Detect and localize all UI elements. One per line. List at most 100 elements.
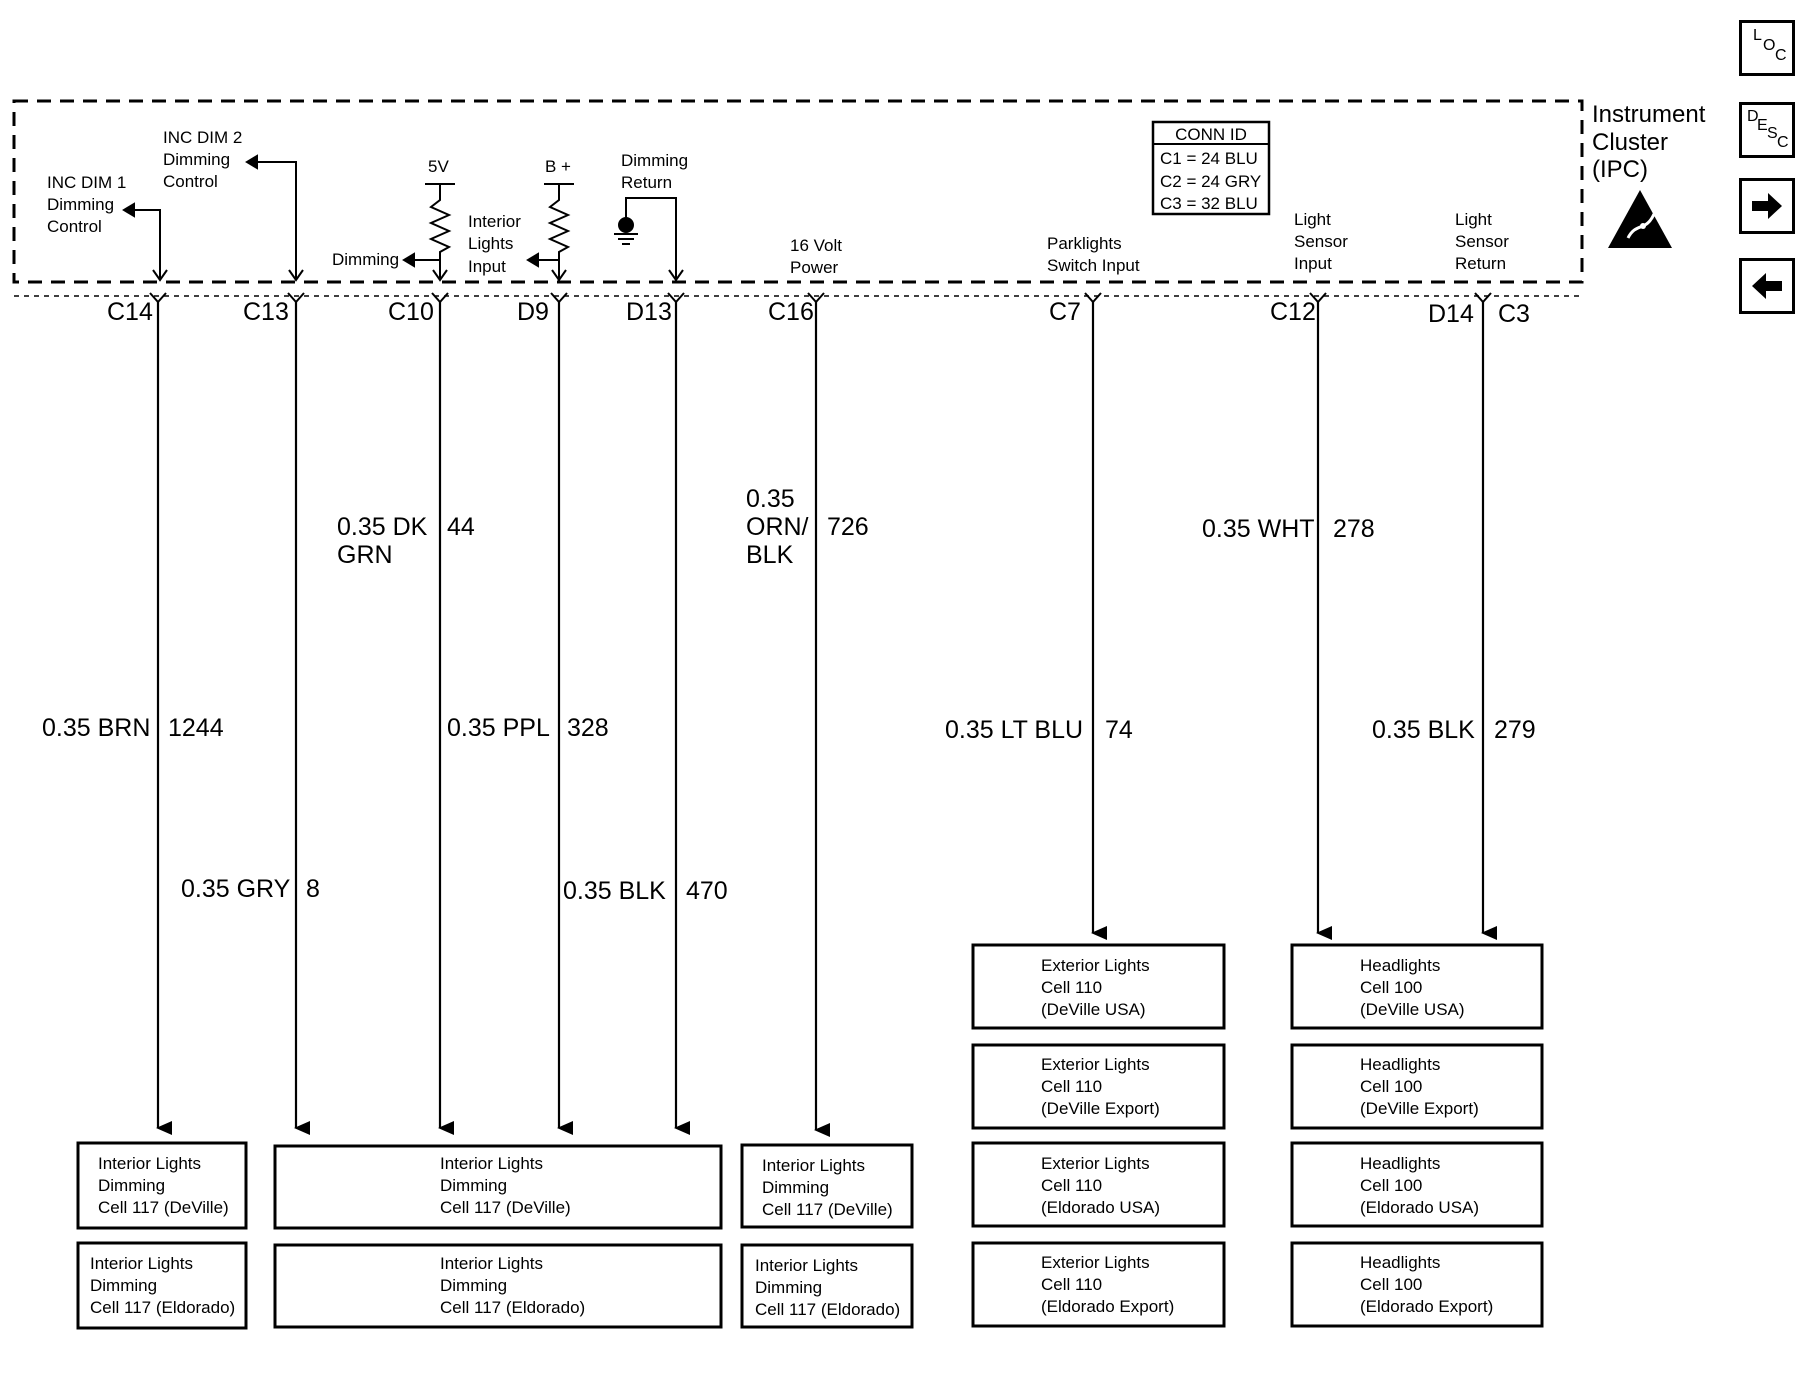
- arrow-left-icon: [1752, 273, 1782, 299]
- reference-box[interactable]: Exterior Lights Cell 110 (Eldorado Expor…: [971, 1241, 1226, 1328]
- inc-dim1-label: INC DIM 1 Dimming Control: [47, 173, 126, 236]
- inc-dim2-label: INC DIM 2 Dimming Control: [163, 128, 242, 191]
- wire-color: 0.35: [746, 485, 795, 513]
- reference-box[interactable]: Interior Lights Dimming Cell 117 (Eldora…: [76, 1241, 248, 1330]
- svg-text:(Eldorado Export): (Eldorado Export): [1360, 1297, 1493, 1316]
- next-button[interactable]: [1739, 178, 1795, 234]
- wire-color: 0.35 WHT: [1202, 515, 1315, 543]
- svg-text:(DeVille USA): (DeVille USA): [1041, 1000, 1146, 1019]
- svg-text:Sensor: Sensor: [1294, 232, 1348, 251]
- wire-color: 0.35 PPL: [447, 714, 550, 742]
- previous-button[interactable]: [1739, 258, 1795, 314]
- wire-circuit: 8: [306, 875, 320, 903]
- pin-label: C12: [1270, 298, 1316, 326]
- pin-label: C14: [107, 298, 153, 326]
- pin-label: C16: [768, 298, 814, 326]
- location-button[interactable]: L O C: [1739, 20, 1795, 76]
- svg-text:Interior Lights: Interior Lights: [762, 1156, 865, 1175]
- svg-text:Dimming: Dimming: [762, 1178, 829, 1197]
- pin-label: D9: [517, 298, 549, 326]
- pin-label: D14: [1428, 300, 1474, 328]
- svg-text:Headlights: Headlights: [1360, 1154, 1440, 1173]
- conn-id-row: C3 = 32 BLU: [1160, 194, 1258, 213]
- interior-lights-input-label: Interior Lights Input: [468, 212, 521, 276]
- svg-text:Headlights: Headlights: [1360, 1253, 1440, 1272]
- svg-text:Cell 110: Cell 110: [1041, 1077, 1102, 1096]
- wire-color: 0.35 LT BLU: [945, 716, 1083, 744]
- svg-text:(DeVille USA): (DeVille USA): [1360, 1000, 1465, 1019]
- svg-text:Cell 110: Cell 110: [1041, 1176, 1102, 1195]
- wire-color: 0.35 DK: [337, 513, 428, 541]
- wire-circuit: 470: [686, 877, 728, 905]
- svg-text:Interior Lights: Interior Lights: [440, 1154, 543, 1173]
- conn-id-box: CONN ID C1 = 24 BLU C2 = 24 GRY C3 = 32 …: [1151, 120, 1271, 216]
- svg-text:(DeVille Export): (DeVille Export): [1360, 1099, 1479, 1118]
- reference-box[interactable]: Headlights Cell 100 (Eldorado Export): [1290, 1241, 1544, 1328]
- wire-color: 0.35 BLK: [563, 877, 666, 905]
- reference-box[interactable]: Interior Lights Dimming Cell 117 (Eldora…: [740, 1243, 914, 1329]
- reference-box[interactable]: Interior Lights Dimming Cell 117 (DeVill…: [740, 1143, 914, 1229]
- svg-text:Cell 110: Cell 110: [1041, 1275, 1102, 1294]
- reference-box[interactable]: Interior Lights Dimming Cell 117 (DeVill…: [76, 1141, 248, 1230]
- svg-text:Interior Lights: Interior Lights: [90, 1254, 193, 1273]
- svg-text:Power: Power: [790, 258, 839, 277]
- svg-text:(Eldorado USA): (Eldorado USA): [1041, 1198, 1160, 1217]
- reference-box[interactable]: Headlights Cell 100 (DeVille USA): [1290, 943, 1544, 1030]
- esd-warning-icon: [1608, 190, 1672, 248]
- svg-text:Exterior Lights: Exterior Lights: [1041, 1055, 1150, 1074]
- reference-box[interactable]: Exterior Lights Cell 110 (DeVille Export…: [971, 1043, 1226, 1130]
- svg-text:INC DIM 1: INC DIM 1: [47, 173, 126, 192]
- reference-box[interactable]: Exterior Lights Cell 110 (DeVille USA): [971, 943, 1226, 1030]
- svg-text:Cell 117 (Eldorado): Cell 117 (Eldorado): [755, 1300, 900, 1319]
- conn-id-title: CONN ID: [1175, 125, 1247, 144]
- description-button[interactable]: D E S C: [1739, 102, 1795, 158]
- dimming-boxes: Interior Lights Dimming Cell 117 (DeVill…: [76, 1141, 914, 1330]
- svg-text:Cell 100: Cell 100: [1360, 1176, 1422, 1195]
- arrow-right-icon: [1752, 193, 1782, 219]
- svg-text:Dimming: Dimming: [163, 150, 230, 169]
- exterior-boxes: Exterior Lights Cell 110 (DeVille USA) E…: [971, 943, 1226, 1328]
- svg-text:Cell 117 (DeVille): Cell 117 (DeVille): [98, 1198, 229, 1217]
- reference-box[interactable]: Headlights Cell 100 (Eldorado USA): [1290, 1141, 1544, 1228]
- conn-id-row: C2 = 24 GRY: [1160, 172, 1261, 191]
- svg-text:(Eldorado Export): (Eldorado Export): [1041, 1297, 1174, 1316]
- pin-label: D13: [626, 298, 672, 326]
- svg-text:Cell 117 (DeVille): Cell 117 (DeVille): [440, 1198, 571, 1217]
- wire-circuit: 726: [827, 513, 869, 541]
- reference-box[interactable]: Interior Lights Dimming Cell 117 (Eldora…: [273, 1243, 723, 1329]
- wire-circuit: 1244: [168, 714, 224, 742]
- svg-text:(DeVille Export): (DeVille Export): [1041, 1099, 1160, 1118]
- component-name-line: Instrument: [1592, 101, 1706, 128]
- svg-text:Cell 117 (Eldorado): Cell 117 (Eldorado): [90, 1298, 235, 1317]
- wire-circuit: 279: [1494, 716, 1536, 744]
- svg-text:Exterior Lights: Exterior Lights: [1041, 1154, 1150, 1173]
- svg-text:Return: Return: [1455, 254, 1506, 273]
- component-name-line: (IPC): [1592, 156, 1648, 183]
- svg-text:INC DIM 2: INC DIM 2: [163, 128, 242, 147]
- svg-text:Cell 117 (DeVille): Cell 117 (DeVille): [762, 1200, 893, 1219]
- wire-color: 0.35 BRN: [42, 714, 150, 742]
- ipc-outline: [12, 99, 1584, 297]
- reference-box[interactable]: Interior Lights Dimming Cell 117 (DeVill…: [273, 1144, 723, 1230]
- svg-text:(Eldorado USA): (Eldorado USA): [1360, 1198, 1479, 1217]
- svg-text:Headlights: Headlights: [1360, 956, 1440, 975]
- headlight-boxes: Headlights Cell 100 (DeVille USA) Headli…: [1290, 943, 1544, 1328]
- component-name-line: Cluster: [1592, 129, 1668, 156]
- pin-label: C10: [388, 298, 434, 326]
- reference-box[interactable]: Headlights Cell 100 (DeVille Export): [1290, 1043, 1544, 1130]
- svg-text:Dimming: Dimming: [621, 151, 688, 170]
- svg-text:Cell 100: Cell 100: [1360, 1275, 1422, 1294]
- svg-text:Dimming: Dimming: [440, 1276, 507, 1295]
- wire-color: 0.35 BLK: [1372, 716, 1475, 744]
- dimming-return-label: Dimming Return: [621, 151, 688, 192]
- svg-text:Exterior Lights: Exterior Lights: [1041, 1253, 1150, 1272]
- svg-text:Control: Control: [47, 217, 102, 236]
- conn-id-row: C1 = 24 BLU: [1160, 149, 1258, 168]
- svg-text:Cell 100: Cell 100: [1360, 978, 1422, 997]
- reference-box[interactable]: Exterior Lights Cell 110 (Eldorado USA): [971, 1141, 1226, 1228]
- wires: [156, 302, 1497, 1137]
- svg-text:Interior Lights: Interior Lights: [755, 1256, 858, 1275]
- svg-text:Control: Control: [163, 172, 218, 191]
- five-volt-label: 5V: [428, 157, 449, 176]
